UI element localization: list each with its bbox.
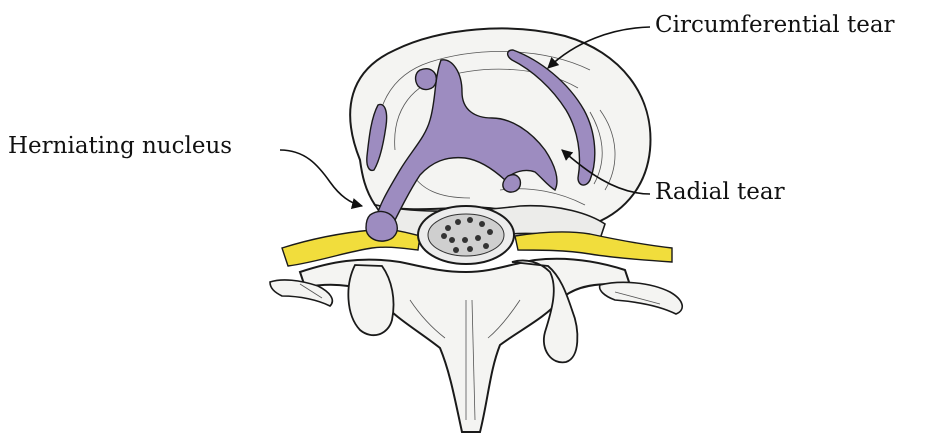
cauda-equina bbox=[428, 214, 504, 256]
label-herniating-nucleus: Herniating nucleus bbox=[8, 135, 232, 158]
arrow-herniating bbox=[280, 150, 362, 206]
top-left-tear bbox=[416, 69, 437, 90]
right-nerve-root bbox=[515, 232, 672, 262]
herniating-nucleus-blob bbox=[366, 211, 397, 241]
label-radial-tear: Radial tear bbox=[655, 181, 785, 204]
label-circumferential-tear: Circumferential tear bbox=[655, 14, 895, 37]
left-facet bbox=[348, 265, 393, 335]
right-transverse-process bbox=[600, 282, 683, 314]
